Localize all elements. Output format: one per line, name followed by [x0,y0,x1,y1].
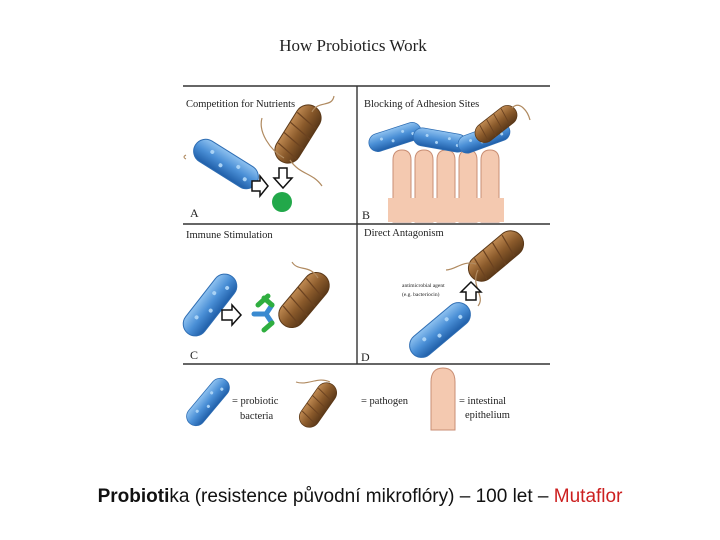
legend-probiotic-label-2: bacteria [240,411,274,422]
panel-c-heading: Immune Stimulation [186,230,273,241]
antibody-icon [251,293,275,333]
legend-epithelium-label: = intestinal [459,396,506,407]
pathogen-bacterium [272,266,336,334]
pathogen-bacterium [269,99,327,169]
flagellum [511,104,531,121]
probiotic-bacterium [404,297,476,363]
legend-pathogen-label: = pathogen [361,396,409,407]
panel-a-letter: A [190,206,199,220]
legend-epithelium-villus [430,367,456,431]
caption-plain-part: ka (resistence původní mikroflóry) – 100… [169,486,554,507]
legend-probiotic-bacterium [182,374,234,430]
panel-immune-stimulation: Immune Stimulation C [177,230,336,362]
figure-legend: = probiotic bacteria = pathogen = intest… [182,367,510,432]
panel-competition-for-nutrients: Competition for Nutrients A [183,95,335,220]
flagellum [311,95,335,113]
legend-probiotic-label: = probiotic [232,396,279,407]
panel-c-letter: C [190,348,198,362]
arrow-right-icon [251,173,269,199]
legend-epithelium-label-2: epithelium [465,410,510,421]
panel-b-heading: Blocking of Adhesion Sites [364,99,479,110]
panel-b-letter: B [362,208,370,222]
arrow-right-icon [221,303,243,327]
antimicrobial-annotation: antimicrobial agent [402,283,445,289]
epithelium-base [388,198,504,222]
antimicrobial-example-annotation: (e.g. bacteriocin) [402,291,440,298]
panel-blocking-of-adhesion-sites: Blocking of Adhesion Sites B [362,99,531,223]
caption-highlight-part: Mutaflor [553,486,623,507]
flagellum [183,154,187,160]
panel-d-letter: D [361,350,370,364]
probiotics-figure: How Probiotics Work Competition for Nutr… [177,36,550,432]
arrow-up-icon [459,280,483,301]
slide-caption: Probiotika (resistence původní mikroflór… [0,486,720,508]
pathogen-bacterium [462,224,530,288]
flagellum [445,262,477,271]
flagellum [289,159,323,187]
panel-direct-antagonism: Direct Antagonism antimicrobial agent (e… [361,224,530,364]
figure-title: How Probiotics Work [279,36,427,55]
panel-d-heading: Direct Antagonism [364,228,444,239]
flagellum [295,379,331,384]
nutrient-particle [272,192,292,212]
panel-a-heading: Competition for Nutrients [186,99,295,110]
flagellum [291,261,319,279]
arrow-down-icon [272,167,294,190]
caption-bold-part: Probioti [97,486,170,507]
flagellum [260,117,285,159]
legend-pathogen-bacterium [294,378,342,432]
